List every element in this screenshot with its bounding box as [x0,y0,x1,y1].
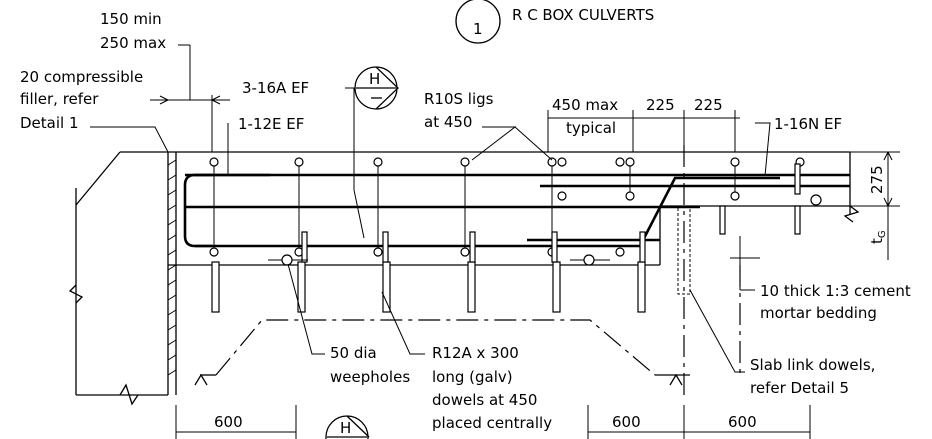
label-dowels-line4: placed centrally [432,414,552,432]
section-marker-top: H [354,66,399,110]
compressible-filler [167,159,177,376]
detail-number-circle-ring [455,0,501,44]
label-link-dowels-line2: refer Detail 5 [750,379,849,397]
detail-number: 1 [473,20,483,38]
label-spacing-max: 450 max [552,96,618,114]
label-spacing-typ: typical [566,119,616,137]
weepholes [268,194,822,266]
leader-lines [90,87,771,373]
label-filler-line1: 20 compressible [20,68,143,86]
label-bars-e: 1-12E EF [238,115,304,133]
label-filler-line2: filler, refer [20,90,99,108]
label-bars-n: 1-16N EF [774,115,842,133]
label-dim-600-left: 600 [214,413,243,431]
label-dowels-line3: dowels at 450 [432,391,537,409]
label-filler-line3: Detail 1 [20,114,79,132]
label-dim-225b: 225 [694,96,723,114]
label-ligs-line2: at 450 [424,113,472,131]
label-weepholes-line1: 50 dia [330,344,377,362]
label-mortar-line1: 10 thick 1:3 cement [760,282,911,300]
label-ligs-line1: R10S ligs [424,90,494,108]
detail-title: 1 R C BOX CULVERTS [455,0,654,44]
slab-link-dowel [677,145,691,395]
label-weepholes-line2: weepholes [330,368,410,386]
label-dowels-line2: long (galv) [432,368,513,386]
label-dim-600-right: 600 [728,413,757,431]
label-dowels-line1: R12A x 300 [432,344,519,362]
section-marker-letter-bottom: H [340,419,351,437]
slab-outline [68,151,860,406]
label-gap-line1: 150 min [100,10,162,28]
reinforcement [183,145,850,395]
label-mortar-line2: mortar bedding [760,304,877,322]
section-marker-bottom: H [325,415,370,439]
section-marker-letter: H [369,70,380,88]
dimension-lines [150,44,900,439]
ligatures [213,165,736,255]
label-bars-a: 3-16A EF [242,79,309,97]
label-dim-275: 275 [868,165,886,194]
dowels [211,163,801,313]
label-dim-600-mid: 600 [612,413,641,431]
label-dim-225a: 225 [646,96,675,114]
label-gap-line2: 250 max [100,34,166,52]
label-link-dowels-line1: Slab link dowels, [750,356,875,374]
annotations: 150 min 250 max 20 compressible filler, … [20,10,911,432]
detail-title-text: R C BOX CULVERTS [512,6,654,24]
label-dim-tg: tG [868,230,888,244]
